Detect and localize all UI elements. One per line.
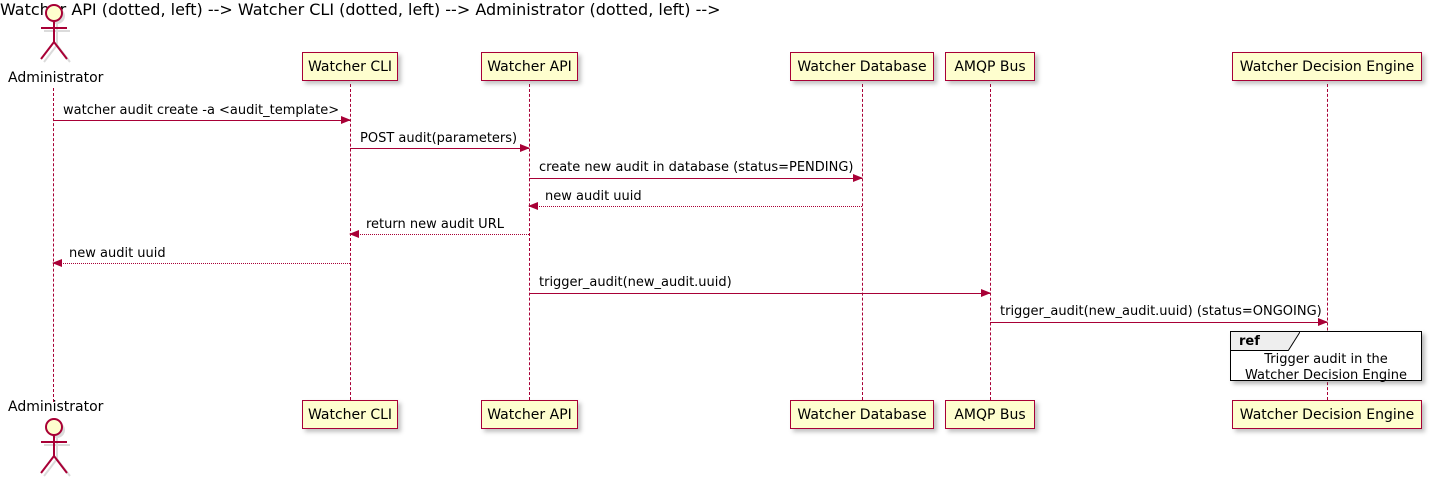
ref-body-line-2: Watcher Decision Engine [1245, 368, 1407, 383]
message-line [529, 206, 862, 207]
actor-stick-figure-icon [40, 418, 71, 477]
arrowhead-right-icon [981, 289, 991, 297]
ref-fragment-tab: ref [1231, 332, 1289, 351]
actor-administrator-top [32, 2, 76, 70]
lifeline-watcher-api [529, 84, 530, 400]
message-line [990, 322, 1327, 323]
ref-body-line-1: Trigger audit in the [1264, 352, 1388, 367]
message-label-5: return new audit URL [366, 217, 504, 232]
lifeline-watcher-cli [350, 84, 351, 400]
arrowhead-left-icon [52, 259, 62, 267]
ref-fragment: ref Trigger audit in the Watcher Decisio… [1230, 331, 1422, 384]
participant-label: Watcher CLI [307, 58, 393, 75]
message-label-1: watcher audit create -a <audit_template> [63, 103, 340, 118]
arrowhead-left-icon [528, 202, 538, 210]
participant-watcher-api-bottom[interactable]: Watcher API [481, 400, 578, 429]
participant-watcher-decision-engine-bottom[interactable]: Watcher Decision Engine [1232, 400, 1422, 429]
participant-watcher-cli-top[interactable]: Watcher CLI [302, 52, 398, 81]
message-line [350, 148, 529, 149]
arrowhead-right-icon [341, 116, 351, 124]
message-line [529, 178, 862, 179]
message-line [350, 234, 529, 235]
participant-label: Watcher API [487, 58, 572, 75]
participant-label: Watcher Decision Engine [1239, 406, 1415, 423]
message-line [53, 263, 350, 264]
message-label-2: POST audit(parameters) [360, 131, 518, 146]
participant-label: AMQP Bus [954, 406, 1026, 423]
lifeline-watcher-decision-engine [1327, 84, 1328, 400]
ref-fragment-body: Trigger audit in the Watcher Decision En… [1231, 352, 1421, 384]
participant-watcher-decision-engine-top[interactable]: Watcher Decision Engine [1232, 52, 1422, 81]
message-label-7: trigger_audit(new_audit.uuid) [539, 275, 732, 290]
participant-label: Watcher CLI [307, 406, 393, 423]
participant-label: Watcher API [487, 406, 572, 423]
participant-amqp-bus-top[interactable]: AMQP Bus [945, 52, 1035, 81]
actor-label-top: Administrator [8, 70, 104, 86]
participant-watcher-cli-bottom[interactable]: Watcher CLI [302, 400, 398, 429]
message-label-3: create new audit in database (status=PEN… [539, 160, 854, 175]
lifeline-watcher-database [862, 84, 863, 400]
lifeline-amqp-bus [990, 84, 991, 400]
actor-label-bottom: Administrator [8, 399, 104, 415]
arrowhead-right-icon [520, 144, 530, 152]
participant-watcher-database-top[interactable]: Watcher Database [790, 52, 934, 81]
ref-tab-corner-icon [1288, 332, 1300, 351]
actor-administrator-bottom [32, 416, 76, 484]
participant-label: Watcher Decision Engine [1239, 58, 1415, 75]
message-label-6: new audit uuid [69, 246, 166, 261]
arrowhead-left-icon [349, 230, 359, 238]
message-line [529, 293, 990, 294]
participant-label: Watcher Database [797, 58, 927, 75]
participant-watcher-api-top[interactable]: Watcher API [481, 52, 578, 81]
lifeline-administrator [53, 88, 54, 402]
participant-label: Watcher Database [797, 406, 927, 423]
message-line [53, 120, 350, 121]
ref-keyword: ref [1239, 333, 1260, 349]
actor-stick-figure-icon [40, 4, 71, 63]
message-label-4: new audit uuid [545, 189, 642, 204]
participant-amqp-bus-bottom[interactable]: AMQP Bus [945, 400, 1035, 429]
arrowhead-right-icon [1318, 318, 1328, 326]
message-label-8: trigger_audit(new_audit.uuid) (status=ON… [1000, 304, 1322, 319]
arrowhead-right-icon [853, 174, 863, 182]
participant-watcher-database-bottom[interactable]: Watcher Database [790, 400, 934, 429]
participant-label: AMQP Bus [954, 58, 1026, 75]
